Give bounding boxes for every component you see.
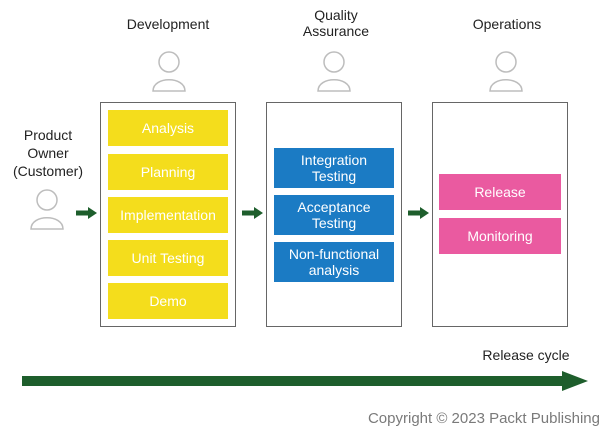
copyright-notice: Copyright © 2023 Packt Publishing (367, 410, 600, 427)
step-planning: Planning (108, 154, 228, 190)
step-integration-testing: Integration Testing (274, 148, 394, 188)
release-cycle-label: Release cycle (482, 347, 570, 363)
operations-heading: Operations (472, 16, 542, 32)
step-unit-testing: Unit Testing (108, 240, 228, 276)
arrow-right-icon (76, 207, 97, 219)
arrow-right-icon (408, 207, 429, 219)
step-analysis: Analysis (108, 110, 228, 146)
qa-user-icon (317, 51, 351, 92)
step-acceptance-testing: Acceptance Testing (274, 195, 394, 235)
product-owner-label: Product Owner (Customer) (12, 127, 83, 179)
developer-user-icon (152, 51, 186, 92)
step-non-functional-analysis: Non-functional analysis (274, 242, 394, 282)
product-owner-user-icon (30, 189, 64, 230)
development-heading: Development (126, 16, 210, 32)
quality-assurance-heading: Quality Assurance (302, 7, 370, 39)
step-implementation: Implementation (108, 197, 228, 233)
step-demo: Demo (108, 283, 228, 319)
step-release: Release (439, 174, 561, 210)
release-cycle-arrow-icon (22, 371, 588, 391)
arrow-right-icon (242, 207, 263, 219)
operations-panel (432, 102, 568, 327)
step-monitoring: Monitoring (439, 218, 561, 254)
operations-user-icon (489, 51, 523, 92)
